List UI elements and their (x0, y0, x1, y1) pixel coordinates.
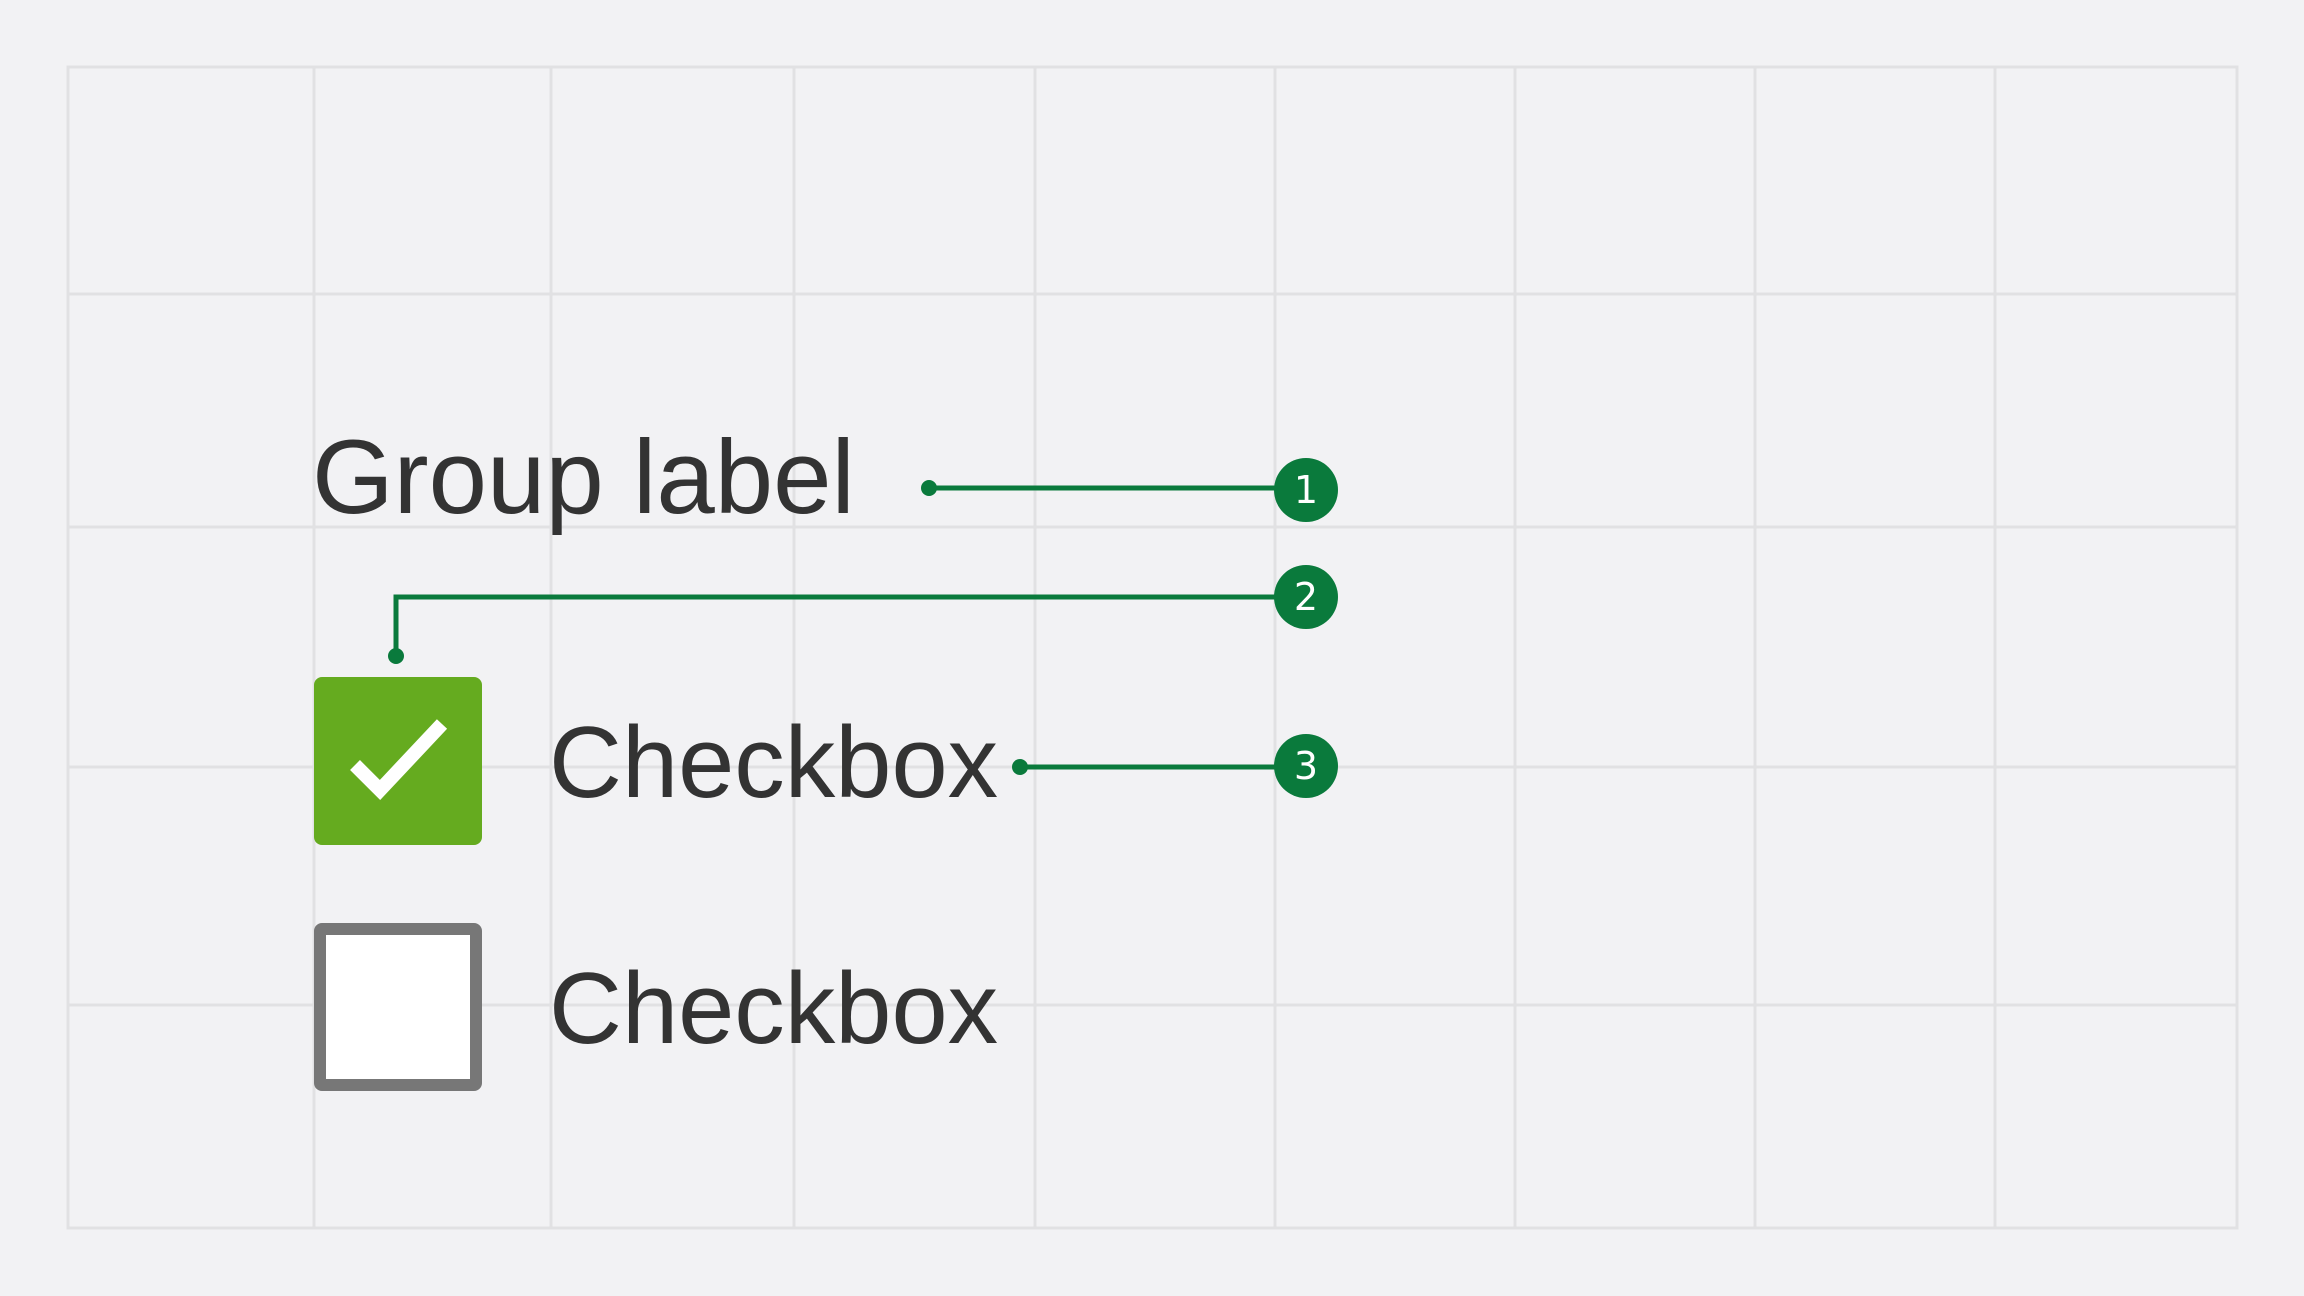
checkmark-icon (350, 719, 448, 801)
checkbox-checked[interactable] (314, 677, 482, 845)
group-label: Group label (312, 419, 855, 536)
checkbox-label: Checkbox (549, 953, 999, 1065)
checkbox-label: Checkbox (549, 707, 999, 819)
callout-badge-1: 1 (1274, 458, 1338, 522)
checkbox-item-unchecked[interactable]: Checkbox (314, 923, 1214, 1091)
checkbox-item-checked[interactable]: Checkbox (314, 677, 1214, 845)
checkbox-unchecked[interactable] (314, 923, 482, 1091)
callout-badge-3: 3 (1274, 734, 1338, 798)
callout-badge-2: 2 (1274, 565, 1338, 629)
